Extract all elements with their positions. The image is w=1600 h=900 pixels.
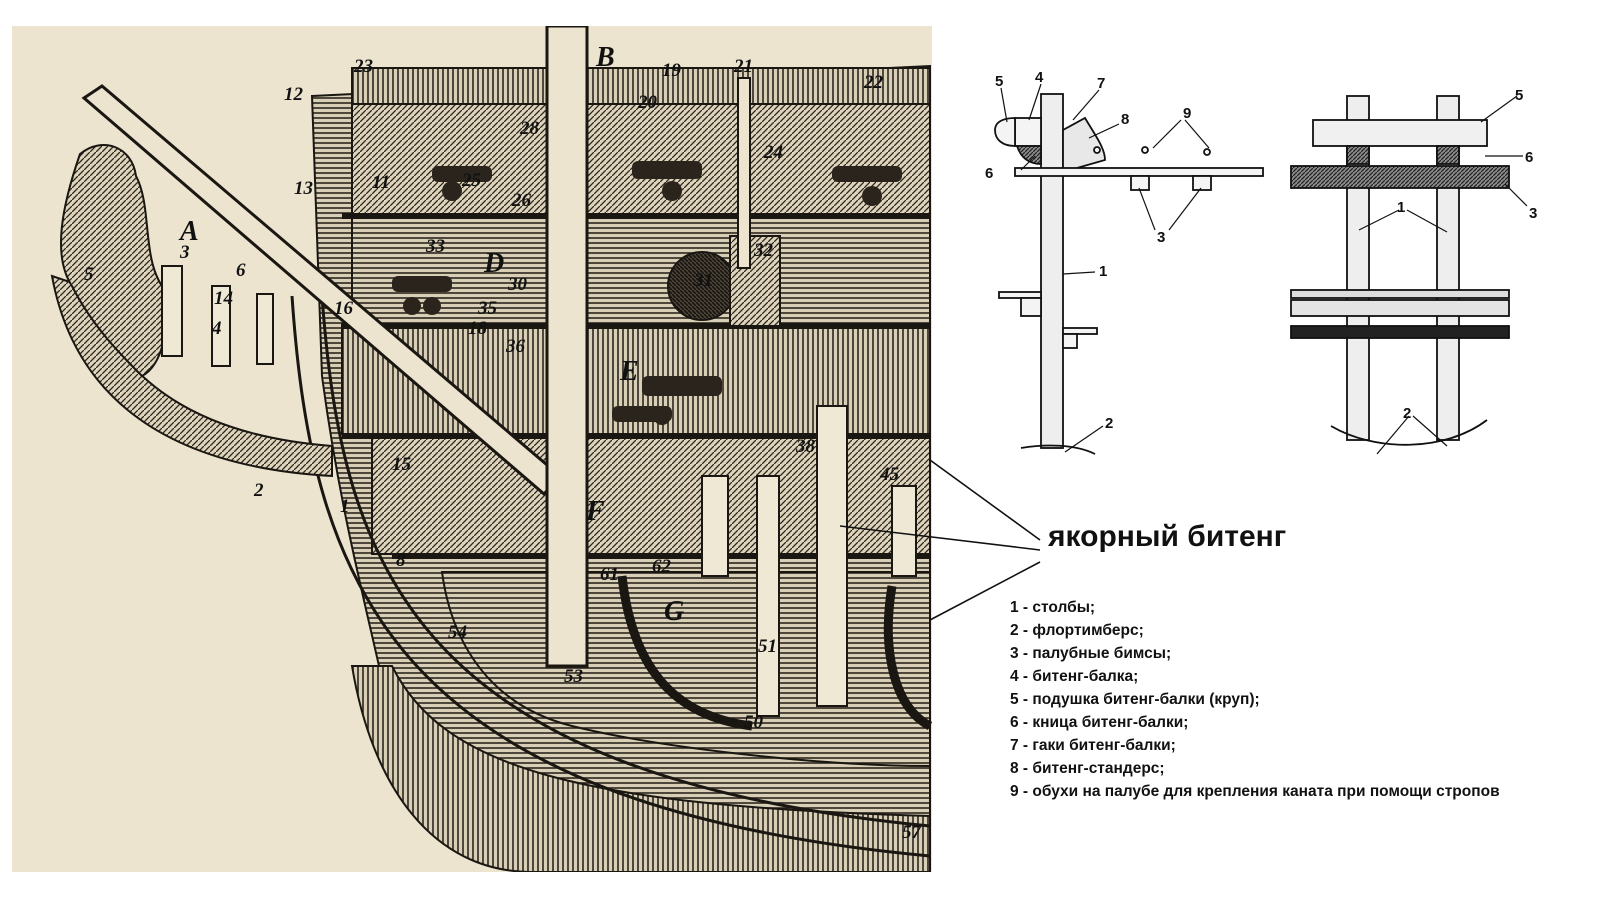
side-view-leaders	[1000, 83, 1210, 453]
stem-inner	[320, 295, 931, 828]
section-letter-a: A	[178, 216, 199, 247]
engraving-label: 3	[179, 242, 190, 263]
engraving-label: 5	[84, 264, 94, 285]
engraving-label: 16	[334, 298, 354, 319]
engraving-label: 28	[519, 118, 540, 139]
engraving-label: 26	[511, 190, 532, 211]
engraving-label: 15	[392, 454, 412, 475]
front-view	[1290, 95, 1510, 446]
caption-title: якорный битенг	[1048, 520, 1287, 553]
legend-item: 7 - гаки битенг-балки;	[1010, 737, 1176, 754]
foremast	[545, 26, 589, 668]
legend-item: 3 - палубные бимсы;	[1010, 645, 1172, 662]
engraving-label: 6	[236, 260, 246, 281]
side-label: 8	[1121, 111, 1129, 128]
engraving-label: 54	[448, 622, 467, 643]
front-label: 6	[1525, 149, 1533, 166]
engraving-labels: 1 2 3 4 5 6 8 11 12 13 14 15 16 18 19 20…	[84, 56, 923, 843]
engraving-label: 23	[353, 56, 373, 77]
engraving-label: 14	[214, 288, 233, 309]
side-label: 1	[1099, 263, 1107, 280]
engraving-label: 11	[372, 172, 390, 193]
keel-planking	[350, 665, 931, 872]
engraving-label: 25	[461, 170, 482, 191]
side-label: 5	[995, 73, 1003, 90]
engraving-label: 38	[795, 436, 816, 457]
section-letter-b: B	[595, 42, 615, 73]
engraving-label: 18	[468, 318, 488, 339]
engraving-label: 1	[340, 496, 350, 517]
engraving-label: 12	[284, 84, 304, 105]
side-label: 2	[1105, 415, 1113, 432]
engraving-label: 33	[425, 236, 445, 257]
stem-outer	[290, 295, 931, 858]
front-label: 3	[1529, 205, 1537, 222]
engraving-label: 53	[564, 666, 583, 687]
beakhead	[161, 265, 274, 367]
engraving-label: 62	[652, 556, 672, 577]
engraving-label: 51	[758, 636, 777, 657]
front-label: 2	[1403, 405, 1411, 422]
front-label: 1	[1397, 199, 1405, 216]
engraving-label: 36	[505, 336, 526, 357]
legend-item: 6 - кница битенг-балки;	[1010, 714, 1189, 731]
frames	[617, 575, 932, 731]
side-label: 6	[985, 165, 993, 182]
side-label: 9	[1183, 105, 1191, 122]
engraving-label: 57	[902, 822, 923, 843]
side-label: 3	[1157, 229, 1165, 246]
legend-item: 2 - флортимберс;	[1010, 622, 1144, 639]
legend-list: 1 - столбы; 2 - флортимберс; 3 - палубны…	[1010, 596, 1570, 803]
engraving-label: 24	[763, 142, 783, 163]
engraving-label: 4	[211, 318, 222, 339]
section-letter-f: F	[585, 496, 605, 527]
engraving-label: 22	[863, 72, 884, 93]
side-label: 7	[1097, 75, 1105, 92]
galley-brickwork	[729, 235, 781, 327]
engraving-label: 2	[253, 480, 264, 501]
engraving-label: 50	[744, 712, 764, 733]
engraving-label: 31	[693, 270, 713, 291]
engraving-label: 30	[507, 274, 528, 295]
front-label: 5	[1515, 87, 1523, 104]
ship-bow-engraving: A B D E F G 1 2 3 4 5 6 8 11 12 13 14 15…	[12, 26, 932, 872]
section-letter-g: G	[664, 596, 684, 627]
engraving-label: 13	[294, 178, 313, 199]
legend-item: 4 - битенг-балка;	[1010, 668, 1139, 685]
engraving-label: 20	[637, 92, 658, 113]
engraving-label: 61	[600, 564, 619, 585]
engraving-label: 45	[879, 464, 900, 485]
legend-item: 1 - столбы;	[1010, 599, 1096, 616]
section-letters: A B D E F G	[178, 42, 684, 627]
legend-item: 5 - подушка битенг-балки (круп);	[1010, 691, 1260, 708]
cannons	[392, 161, 902, 425]
engraving-label: 19	[662, 60, 682, 81]
engraving-label: 8	[396, 550, 406, 571]
forecastle	[351, 103, 931, 215]
front-view-leaders	[1358, 95, 1528, 455]
engraving-label: 35	[477, 298, 498, 319]
side-label: 4	[1035, 69, 1044, 86]
galley-chimney	[737, 77, 751, 269]
legend-item: 8 - битенг-стандерс;	[1010, 760, 1165, 777]
engraving-label: 32	[753, 240, 774, 261]
section-letter-d: D	[483, 248, 504, 279]
legend-item: 9 - обухи на палубе для крепления каната…	[1010, 783, 1500, 800]
side-view	[994, 93, 1264, 455]
section-letter-e: E	[619, 356, 639, 387]
engraving-label: 21	[733, 56, 753, 77]
riding-bitt-detail-drawings: 1 2 3 4 5 6 7 8 9 1 2 3 5 6	[985, 69, 1537, 455]
